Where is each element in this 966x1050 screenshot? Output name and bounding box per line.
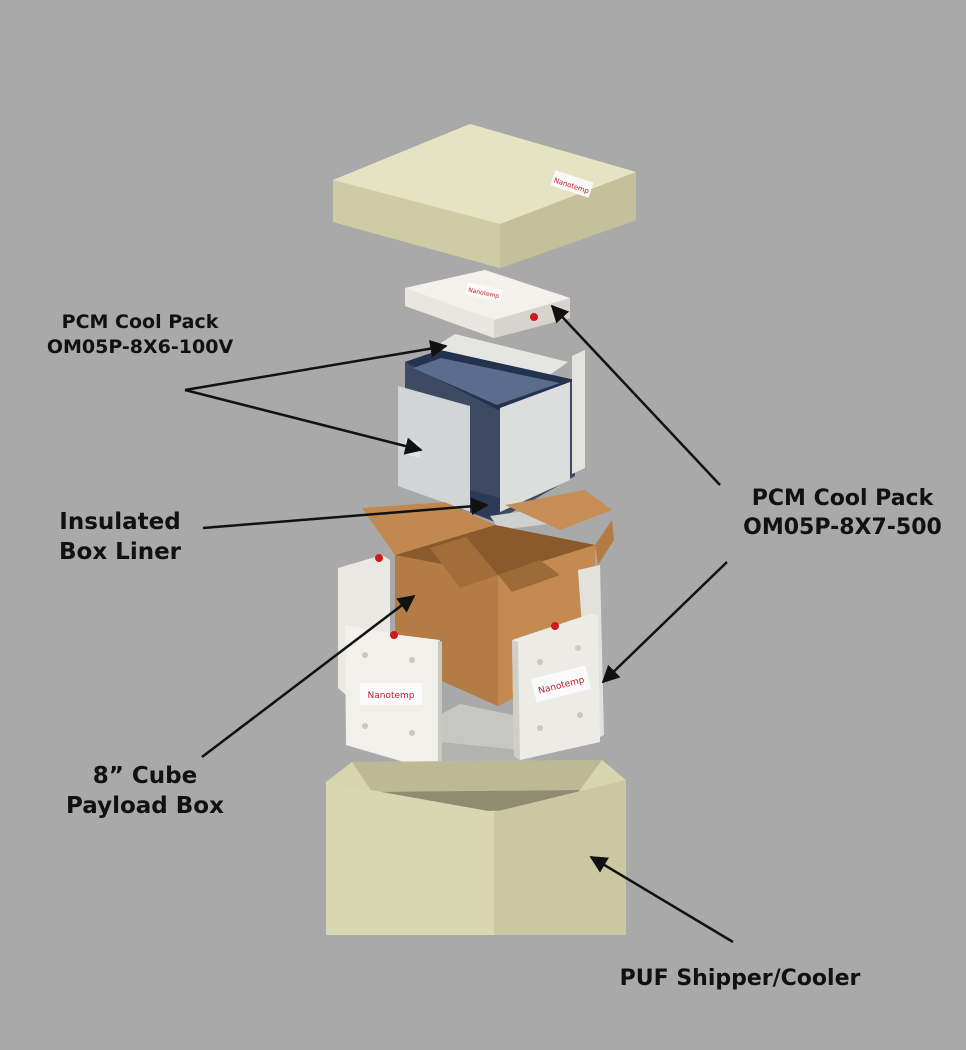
label-line: Insulated: [59, 509, 181, 535]
label-line: PCM Cool Pack: [61, 311, 219, 333]
leader-arrows: [184, 304, 734, 944]
label-line: OM05P-8X6-100V: [46, 335, 234, 358]
label-line: 8” Cube: [92, 763, 198, 789]
label-line: PCM Cool Pack: [751, 486, 934, 511]
label-pcm-cool-pack-large: PCM Cool Pack OM05P-8X7-500: [730, 485, 955, 542]
label-puf-shipper: PUF Shipper/Cooler: [600, 965, 880, 994]
label-line: Box Liner: [58, 538, 182, 565]
label-line: PUF Shipper/Cooler: [619, 966, 861, 991]
right-cool-packs: Nanotemp: [512, 565, 604, 760]
top-cool-pack: Nanotemp: [405, 270, 570, 338]
brand-mark: Nanotemp: [367, 691, 414, 701]
puf-shipper-body: [326, 760, 626, 935]
label-line: Payload Box: [66, 792, 224, 819]
label-pcm-cool-pack-small: PCM Cool Pack OM05P-8X6-100V: [35, 310, 245, 359]
label-line: OM05P-8X7-500: [743, 514, 942, 540]
left-cool-packs: Nanotemp: [338, 554, 442, 772]
label-insulated-box-liner: Insulated Box Liner: [45, 508, 195, 568]
label-payload-box: 8” Cube Payload Box: [55, 762, 235, 822]
puf-lid: Nanotemp: [333, 124, 636, 268]
